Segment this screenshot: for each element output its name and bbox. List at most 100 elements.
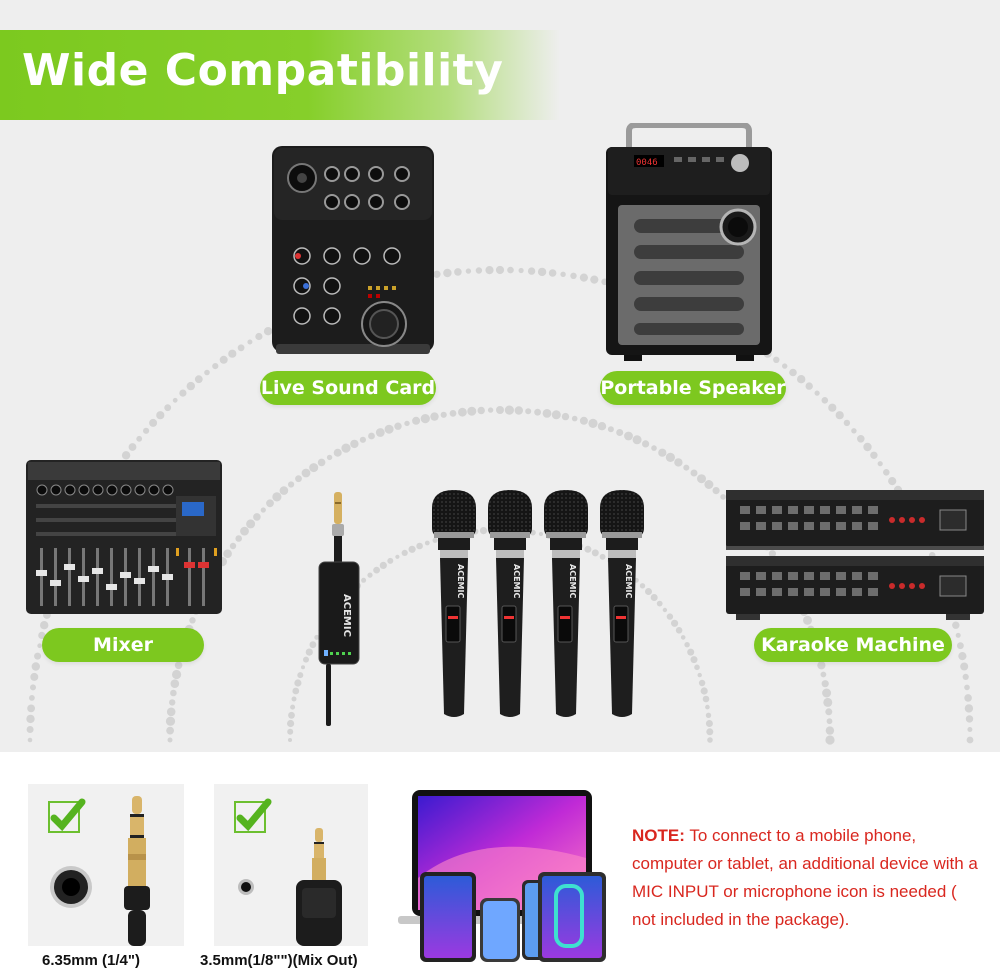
ring-dot — [542, 409, 552, 418]
checkmark-icon — [48, 798, 86, 833]
jack-3-5mm-caption: 3.5mm(1/8"")(Mix Out) — [200, 952, 358, 969]
ring-dot — [960, 662, 969, 671]
ring-dot — [821, 397, 829, 404]
portable-speaker-label: Portable Speaker — [600, 371, 786, 405]
ring-dot — [458, 407, 467, 417]
title-banner — [0, 30, 560, 120]
ring-dot — [294, 679, 302, 687]
ring-dot — [683, 464, 690, 471]
ring-dot — [288, 481, 295, 488]
ring-dot — [843, 419, 851, 427]
ring-dot — [863, 442, 872, 452]
ring-dot — [179, 389, 187, 397]
ring-dot — [228, 349, 237, 358]
ring-dot — [680, 635, 686, 640]
note-text: To connect to a mobile phone, computer o… — [632, 826, 978, 929]
svg-text:ACEMIC: ACEMIC — [568, 564, 577, 598]
ring-dot — [266, 499, 274, 508]
ring-dot — [957, 642, 964, 650]
ring-dot — [367, 572, 373, 578]
ring-dot — [395, 554, 400, 559]
hero-section: Wide Compatibility Live Sound Card 0046 — [0, 0, 1000, 752]
svg-text:ACEMIC: ACEMIC — [456, 564, 465, 598]
live-sound-card-label: Live Sound Card — [260, 371, 436, 405]
ring-dot — [288, 738, 292, 742]
ring-dot — [496, 406, 504, 414]
ring-dot — [789, 368, 797, 377]
ring-dot — [822, 688, 832, 698]
ring-dot — [172, 669, 182, 680]
ring-dot — [174, 661, 183, 670]
ring-dot — [31, 662, 40, 671]
ring-dot — [690, 469, 698, 477]
ring-dot — [341, 443, 351, 453]
ring-dot — [449, 410, 457, 417]
ring-dot — [591, 549, 599, 557]
ring-dot — [821, 680, 829, 688]
ring-dot — [656, 600, 663, 607]
ring-dot — [30, 672, 39, 681]
svg-text:ACEMIC: ACEMIC — [512, 564, 521, 598]
ring-dot — [189, 617, 196, 624]
ring-dot — [768, 550, 777, 558]
page-title: Wide Compatibility — [22, 45, 504, 96]
ring-dot — [368, 432, 375, 440]
compatibility-note: NOTE: To connect to a mobile phone, comp… — [632, 822, 982, 934]
ring-dot — [495, 265, 505, 275]
ring-dot — [690, 656, 698, 664]
ring-dot — [548, 269, 557, 277]
ring-dot — [616, 429, 624, 436]
ring-dot — [291, 696, 297, 702]
ring-dot — [702, 695, 710, 703]
ring-dot — [287, 728, 294, 735]
ring-dot — [37, 643, 42, 648]
ring-dot — [814, 390, 820, 396]
ring-dot — [272, 492, 282, 502]
ring-dot — [305, 648, 313, 656]
ring-dot — [235, 535, 242, 542]
ring-dot — [433, 270, 441, 278]
wireless-receiver-icon: ACEMIC — [318, 492, 360, 726]
ring-dot — [240, 526, 249, 536]
ring-dot — [665, 452, 676, 462]
ring-dot — [590, 275, 599, 284]
ring-dot — [823, 697, 833, 707]
svg-text:ACEMIC: ACEMIC — [624, 564, 633, 598]
ring-dot — [712, 487, 720, 495]
ring-dot — [525, 408, 532, 415]
ring-dot — [666, 613, 674, 620]
ring-dot — [579, 416, 588, 425]
ring-dot — [485, 266, 494, 275]
ring-dot — [212, 363, 219, 370]
handheld-mic-icon: ACEMIC — [544, 490, 588, 717]
ring-dot — [26, 726, 34, 733]
ring-dot — [571, 415, 578, 422]
ring-dot — [803, 615, 812, 625]
ring-dot — [624, 431, 633, 441]
ring-dot — [169, 699, 176, 706]
ring-dot — [684, 642, 690, 648]
jack-6-35mm-caption: 6.35mm (1/4") — [42, 952, 140, 969]
ring-dot — [514, 406, 523, 415]
ring-dot — [705, 712, 712, 718]
ring-dot — [454, 268, 462, 276]
ring-dot — [964, 704, 974, 713]
ring-dot — [263, 327, 273, 336]
ring-dot — [387, 557, 394, 564]
ring-dot — [27, 737, 33, 743]
ring-dot — [584, 545, 592, 553]
ring-dot — [219, 355, 228, 364]
checkmark-icon — [234, 798, 272, 833]
karaoke-machine-label: Karaoke Machine — [754, 628, 952, 662]
ring-dot — [797, 375, 806, 384]
ring-dot — [705, 720, 713, 727]
ring-dot — [404, 420, 410, 427]
ring-dot — [694, 664, 700, 671]
ring-dot — [518, 267, 524, 274]
ring-dot — [255, 332, 263, 341]
ring-dot — [588, 418, 598, 428]
ring-dot — [34, 652, 42, 660]
ring-dot — [706, 728, 714, 736]
ring-dot — [782, 363, 788, 369]
ring-dot — [534, 408, 541, 416]
